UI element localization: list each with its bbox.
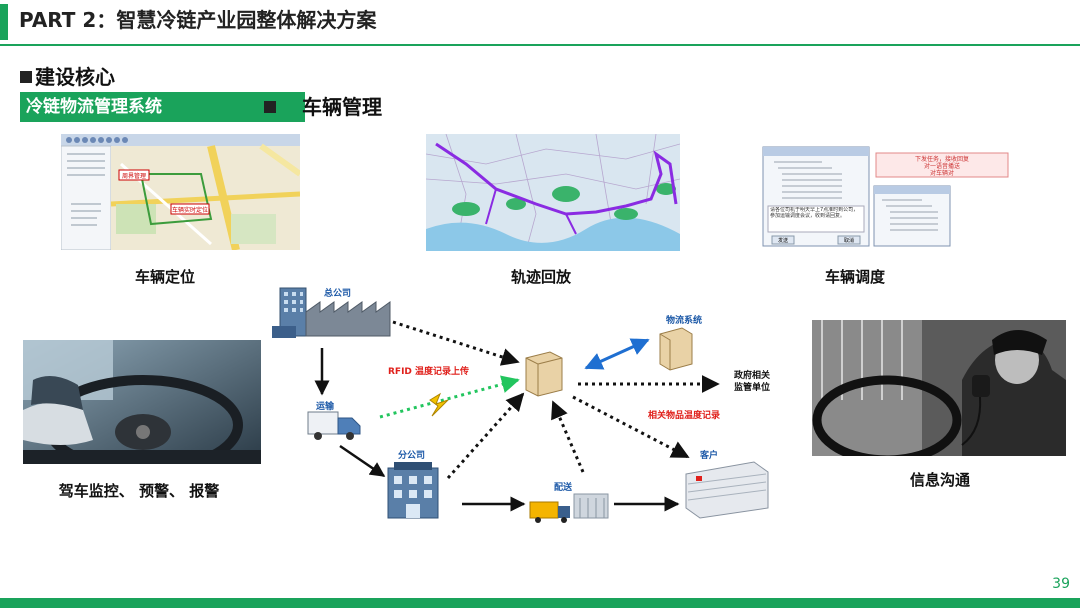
label-branch: 分公司: [398, 449, 425, 461]
popup-top-text: 下发任务，接收回复: [915, 155, 969, 163]
caption-track-playback: 轨迹回放: [510, 268, 571, 286]
label-temp-record: 相关物品温度记录: [648, 409, 720, 421]
hq-building-icon: [272, 287, 391, 338]
customer-building-icon: [685, 461, 769, 519]
dispatch-cancel-button: 取消: [844, 237, 854, 244]
section-heading: 建设核心: [20, 64, 115, 90]
dispatch-send-button: 发送: [778, 237, 788, 244]
caption-driving-monitoring: 驾车监控、 预警、 报警: [58, 482, 220, 500]
caption-vehicle-dispatch: 车辆调度: [824, 268, 885, 286]
central-server-icon: [525, 351, 563, 397]
system-label-box: 冷链物流管理系统: [20, 92, 305, 122]
caption-communication: 信息沟通: [909, 471, 970, 489]
flow-diagram: 总公司 运输 分公司 配送: [268, 282, 794, 527]
communication-photo: [812, 320, 1066, 456]
label-customer: 客户: [699, 449, 718, 461]
title-accent: [0, 4, 8, 40]
logistics-server-icon: [659, 327, 693, 371]
bullet-square-icon: [20, 71, 32, 83]
footer-bar: [0, 598, 1080, 608]
label-supervision-2: 监管单位: [734, 381, 770, 393]
label-supervision-1: 政府相关: [734, 369, 770, 381]
map-tag-fence: 周界管理: [122, 172, 146, 180]
popup-bottom-text: 对车辆对: [930, 169, 954, 177]
wireless-lightning-icon: [429, 392, 449, 417]
bullet-square-icon: [264, 101, 276, 113]
label-hq: 总公司: [324, 287, 351, 299]
caption-vehicle-positioning: 车辆定位: [134, 268, 195, 286]
vehicle-positioning-screenshot: 周界管理 车辆实时定位: [61, 134, 300, 250]
branch-building-icon: [387, 462, 439, 519]
map-tag-realtime: 车辆实时定位: [172, 206, 208, 214]
page-title: PART 2：智慧冷链产业园整体解决方案: [19, 8, 377, 32]
popup-mid-text: 对一语音播送: [924, 162, 960, 170]
label-rfid: RFID 温度记录上传: [388, 365, 469, 377]
track-playback-screenshot: [426, 134, 680, 251]
subheading: 车辆管理: [264, 94, 382, 120]
dispatch-note: 请各位司机于明天早上7点准时到公司，参加运输调度会议，收到请回复。: [770, 207, 859, 219]
delivery-truck-icon: [529, 493, 609, 523]
transport-truck-icon: [307, 411, 361, 440]
page-number: 39: [1052, 576, 1070, 592]
driver-monitoring-photo: [23, 340, 261, 464]
vehicle-dispatch-screenshot: 请各位司机于明天早上7点准时到公司，参加运输调度会议，收到请回复。 发送 取消 …: [762, 146, 1010, 248]
title-bar: [0, 0, 1080, 46]
label-delivery: 配送: [554, 481, 573, 493]
subheading-text: 车辆管理: [302, 95, 382, 119]
label-transport: 运输: [316, 400, 335, 412]
label-logistics: 物流系统: [666, 314, 702, 326]
section-heading-text: 建设核心: [35, 65, 115, 89]
